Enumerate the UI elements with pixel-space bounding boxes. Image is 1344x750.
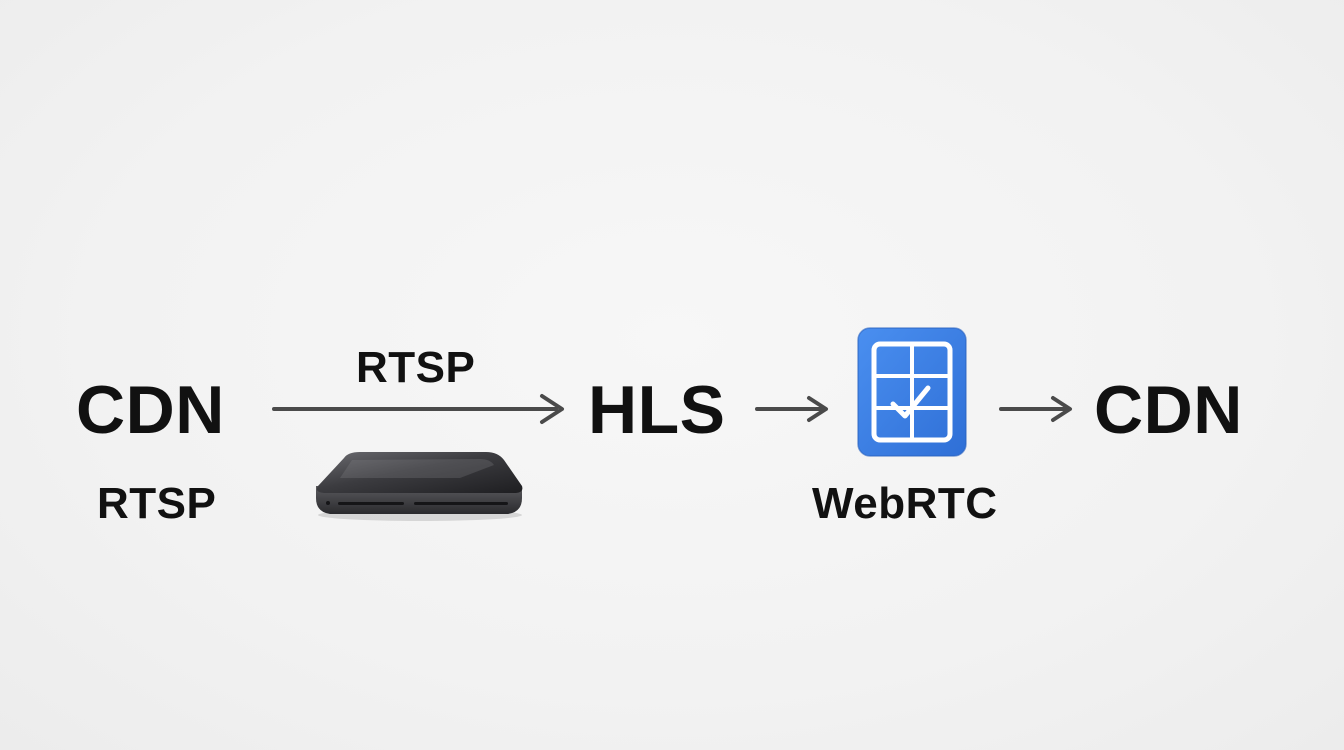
hls-label: HLS <box>588 372 726 448</box>
source-rtsp-sublabel: RTSP <box>97 479 217 528</box>
edge-rtsp-label: RTSP <box>356 343 476 392</box>
webrtc-label: WebRTC <box>812 479 998 528</box>
webrtc-grid-check-icon <box>857 327 967 457</box>
media-server-device-icon <box>316 452 523 521</box>
arrow-hls-to-webrtc <box>755 396 828 422</box>
target-cdn-label: CDN <box>1094 372 1243 448</box>
arrow-cdn-to-hls <box>272 394 564 424</box>
arrow-webrtc-to-cdn <box>999 396 1072 422</box>
source-cdn-label: CDN <box>76 372 225 448</box>
